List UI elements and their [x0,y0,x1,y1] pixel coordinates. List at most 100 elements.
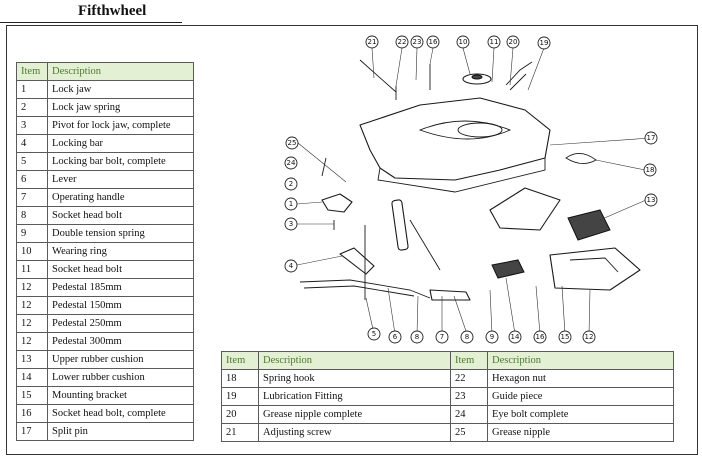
callout-22: 22 [395,35,409,49]
item-description: Socket head bolt [47,206,194,225]
callout-15: 15 [558,330,572,344]
column-header-description-2: Description [487,351,674,370]
svg-text:19: 19 [540,39,549,47]
column-header-item-2: Item [450,351,488,370]
svg-text:25: 25 [288,139,297,147]
svg-text:9: 9 [490,333,494,341]
table-header-row: Item Description Item Description [221,351,674,370]
svg-text:22: 22 [398,38,407,46]
callout-21: 21 [365,35,379,49]
item-description: Socket head bolt [47,260,194,279]
adjusting-screw [359,59,431,100]
callout-14: 14 [508,330,522,344]
callout-23: 23 [410,35,424,49]
svg-text:5: 5 [372,330,376,338]
svg-text:3: 3 [289,220,293,228]
callout-8-left: 8 [410,330,424,344]
svg-text:23: 23 [413,38,422,46]
grease-nipple-assembly [505,61,533,91]
svg-text:4: 4 [289,262,294,270]
item-number: 18 [221,369,259,388]
svg-text:16: 16 [429,38,438,46]
callout-16-top: 16 [426,35,440,49]
svg-text:13: 13 [647,196,656,204]
item-description: Double tension spring [47,224,194,243]
fifthwheel-plate [359,97,551,193]
exploded-parts-diagram: 21 22 23 16 10 11 20 19 25 24 2 1 3 4 17… [284,35,658,344]
lock-jaw-spring [321,157,327,177]
item-number: 22 [450,369,488,388]
callout-17: 17 [644,131,658,145]
svg-text:15: 15 [561,333,570,341]
item-number: 12 [16,278,48,297]
item-description: Lubrication Fitting [258,387,451,406]
column-header-description: Description [258,351,451,370]
callout-7: 7 [435,330,449,344]
item-description: Socket head bolt, complete [47,404,194,423]
item-description: Mounting bracket [47,386,194,405]
item-description: Pivot for lock jaw, complete [47,116,194,135]
table-header-row: Item Description [16,62,194,81]
svg-text:11: 11 [490,38,499,46]
column-header-item: Item [221,351,259,370]
svg-text:18: 18 [646,166,655,174]
item-description: Pedestal 300mm [47,332,194,351]
item-number: 8 [16,206,48,225]
callout-12: 12 [582,330,596,344]
item-description: Eye bolt complete [487,405,674,424]
item-number: 14 [16,368,48,387]
item-description: Upper rubber cushion [47,350,194,369]
callout-4: 4 [284,259,298,273]
svg-text:24: 24 [287,159,296,167]
item-number: 25 [450,423,488,442]
item-description: Lever [47,170,194,189]
leader-lines [296,47,652,335]
svg-text:16: 16 [536,333,545,341]
svg-text:12: 12 [585,333,594,341]
item-number: 13 [16,350,48,369]
callout-8-right: 8 [460,330,474,344]
item-number: 17 [16,422,48,441]
callout-25: 25 [285,136,299,150]
content-frame [6,25,698,455]
column-header-description: Description [47,62,194,81]
item-number: 12 [16,314,48,333]
item-description: Operating handle [47,188,194,207]
wearing-ring [462,73,492,85]
callout-13: 13 [644,193,658,207]
item-description: Pedestal 150mm [47,296,194,315]
item-number: 7 [16,188,48,207]
item-description: Locking bar bolt, complete [47,152,194,171]
page-title: Fifthwheel [78,3,147,19]
svg-text:17: 17 [647,134,656,142]
lever-and-handle [299,219,471,301]
callout-6: 6 [388,330,402,344]
svg-text:20: 20 [509,38,518,46]
column-header-item: Item [16,62,48,81]
callout-11: 11 [487,35,501,49]
split-pin-and-spring-hook [565,153,597,164]
item-number: 24 [450,405,488,424]
callout-16-bottom: 16 [533,330,547,344]
callout-18: 18 [643,163,657,177]
callout-20: 20 [506,35,520,49]
svg-text:1: 1 [289,200,293,208]
callout-10: 10 [456,35,470,49]
